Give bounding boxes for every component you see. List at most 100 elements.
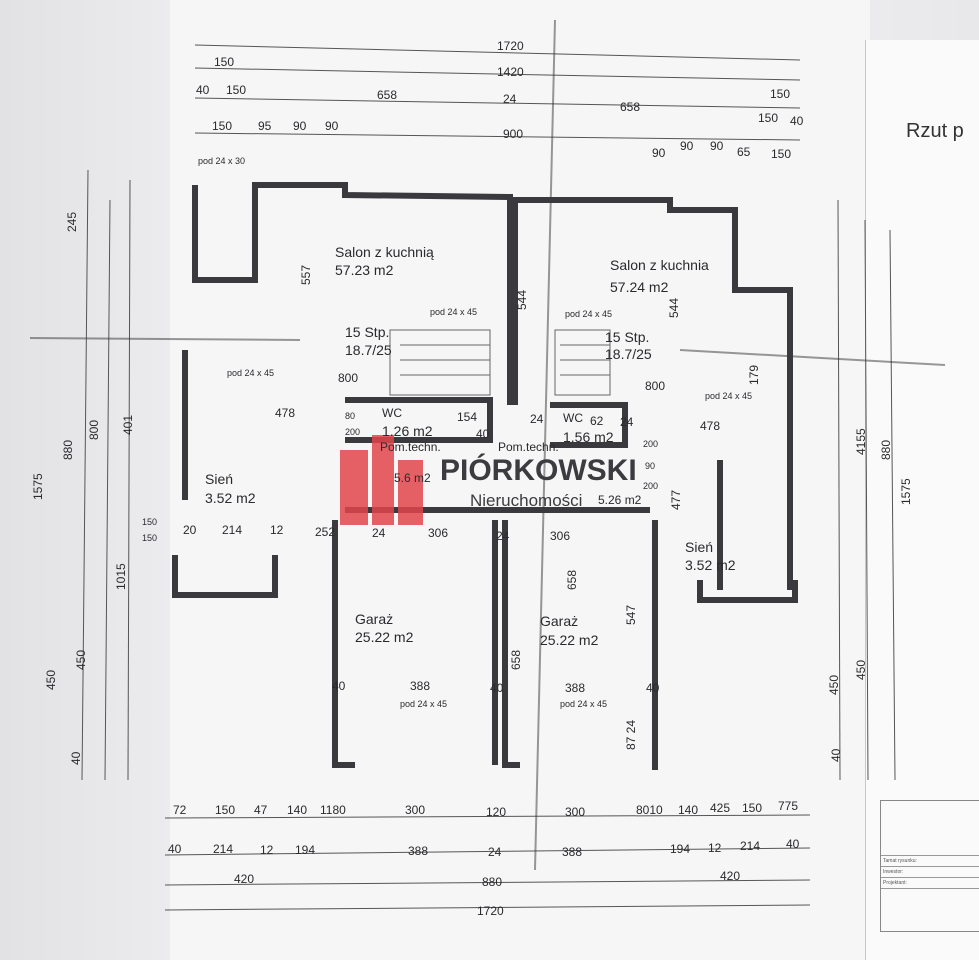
dimension: 658 bbox=[565, 569, 579, 590]
dimension: 90 bbox=[645, 461, 656, 471]
room-label: WC bbox=[563, 411, 583, 425]
dimension: 24 bbox=[503, 92, 517, 106]
room-area: 18.7/25 bbox=[605, 346, 652, 362]
title-block-field: Tamat rysunku: bbox=[881, 856, 979, 867]
room-label: Salon z kuchnia bbox=[610, 257, 709, 273]
dimension: 140 bbox=[287, 803, 308, 817]
dimension: 1015 bbox=[114, 563, 128, 590]
dimension: 306 bbox=[428, 526, 449, 540]
dimension: 40 bbox=[69, 751, 83, 765]
dimension: 880 bbox=[482, 875, 503, 889]
dimension: 300 bbox=[405, 803, 426, 817]
dimension: 150 bbox=[142, 533, 158, 543]
room-label: Garaż bbox=[540, 613, 579, 629]
dimension: 87 24 bbox=[624, 719, 638, 750]
dimension: 8010 bbox=[636, 803, 663, 817]
dimension: pod 24 x 45 bbox=[430, 307, 478, 317]
dimension: 62 bbox=[590, 414, 604, 428]
room-label: Sień bbox=[205, 471, 234, 487]
dimension: 47 bbox=[254, 803, 268, 817]
room-area: 25.22 m2 bbox=[540, 632, 599, 648]
dimension: 1720 bbox=[477, 904, 504, 918]
dimension: 150 bbox=[770, 87, 791, 101]
dimension: 150 bbox=[214, 55, 235, 69]
dimension: 1180 bbox=[320, 803, 346, 817]
dimension: 12 bbox=[708, 841, 722, 855]
dimension: 306 bbox=[550, 529, 571, 543]
room-area: 1.26 m2 bbox=[382, 423, 433, 439]
dimension: 40 bbox=[490, 681, 504, 695]
dimension: 245 bbox=[65, 211, 79, 232]
dimension: 40 bbox=[829, 748, 843, 762]
dimension: 150 bbox=[758, 111, 779, 125]
room-area: 18.7/25 bbox=[345, 342, 392, 358]
dimension: 1420 bbox=[497, 65, 524, 79]
dimension: 72 bbox=[173, 803, 187, 817]
room-label: 15 Stp. bbox=[605, 329, 650, 345]
dimension: 40 bbox=[476, 427, 490, 441]
second-sheet bbox=[865, 40, 979, 960]
dimension: 425 bbox=[710, 801, 731, 815]
dimension: 80 bbox=[345, 411, 356, 421]
dimension: 150 bbox=[215, 803, 236, 817]
dimension: 154 bbox=[457, 410, 478, 424]
dimension: 1720 bbox=[497, 39, 524, 53]
dimension: 194 bbox=[670, 842, 691, 856]
dimension: 40 bbox=[332, 679, 346, 693]
dimension: 1575 bbox=[899, 478, 913, 505]
dimension: 800 bbox=[338, 371, 359, 385]
dimension: 12 bbox=[260, 843, 274, 857]
room-area: 5.6 m2 bbox=[394, 471, 431, 485]
dimension: 450 bbox=[854, 659, 868, 680]
room-area: 3.52 m2 bbox=[205, 490, 256, 506]
dimension: 800 bbox=[645, 379, 666, 393]
dimension: 450 bbox=[44, 669, 58, 690]
dimension: pod 24 x 45 bbox=[227, 368, 275, 378]
dimension: 477 bbox=[669, 489, 683, 510]
room-area: 57.24 m2 bbox=[610, 279, 669, 295]
dimension: pod 24 x 45 bbox=[705, 391, 753, 401]
dimension: 24 bbox=[372, 526, 386, 540]
dimension: 200 bbox=[643, 439, 659, 449]
dimension: 90 bbox=[652, 146, 666, 160]
dimension: 65 bbox=[737, 145, 751, 159]
dimension: 24 bbox=[620, 415, 634, 429]
dimension: 194 bbox=[295, 843, 316, 857]
piorkowski-logo-icon bbox=[340, 435, 423, 525]
room-area: 1.56 m2 bbox=[563, 429, 614, 445]
dimension: 388 bbox=[565, 681, 586, 695]
dimension: 90 bbox=[293, 119, 307, 133]
dimension: 20 bbox=[183, 523, 197, 537]
dimension: 150 bbox=[212, 119, 233, 133]
walls bbox=[172, 182, 798, 770]
dimension: 214 bbox=[222, 523, 243, 537]
room-area: 25.22 m2 bbox=[355, 629, 414, 645]
dimension: 478 bbox=[700, 419, 721, 433]
dimension: 388 bbox=[408, 844, 429, 858]
dimension: 150 bbox=[771, 147, 792, 161]
dimension: 401 bbox=[121, 414, 135, 435]
watermark-brand: PIÓRKOWSKI bbox=[440, 454, 637, 487]
dimension: 300 bbox=[565, 805, 586, 819]
dimension: 150 bbox=[226, 83, 247, 97]
title-block-field: Projektant: bbox=[881, 878, 979, 889]
dimension: 40 bbox=[196, 83, 210, 97]
dashed-axis bbox=[29, 19, 946, 871]
dimension: 200 bbox=[643, 481, 659, 491]
dimension: 880 bbox=[61, 439, 75, 460]
dimension: pod 24 x 45 bbox=[560, 699, 608, 709]
room-label: Pom.techn. bbox=[498, 440, 559, 454]
dimension: 200 bbox=[345, 427, 361, 437]
dimension: 544 bbox=[667, 297, 681, 318]
dimension: 90 bbox=[680, 139, 694, 153]
dimension: pod 24 x 45 bbox=[400, 699, 448, 709]
dimension: 150 bbox=[142, 517, 158, 527]
dimension: 880 bbox=[879, 439, 893, 460]
dimension: 150 bbox=[742, 801, 763, 815]
dimension: 214 bbox=[213, 842, 234, 856]
room-label: Pom.techn. bbox=[380, 440, 441, 454]
dimension: 40 bbox=[646, 681, 660, 695]
room-label: 15 Stp. bbox=[345, 324, 390, 340]
dimension: pod 24 x 30 bbox=[198, 156, 246, 166]
